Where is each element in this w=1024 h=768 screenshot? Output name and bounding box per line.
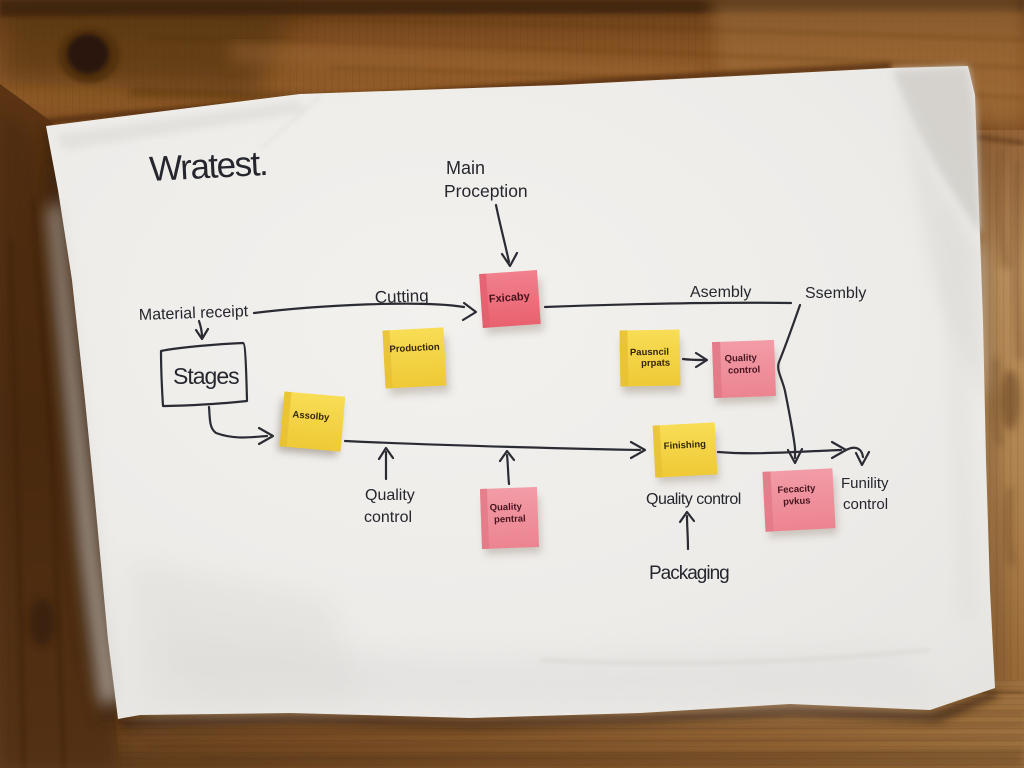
svg-text:Funility: Funility	[841, 475, 889, 492]
svg-text:Main: Main	[446, 158, 485, 178]
svg-text:control: control	[728, 364, 761, 376]
svg-text:Asembly: Asembly	[690, 284, 751, 301]
svg-text:Pausncil: Pausncil	[630, 347, 669, 359]
svg-text:Finishing: Finishing	[664, 439, 707, 452]
svg-text:Quality: Quality	[365, 487, 415, 504]
svg-text:Fxicaby: Fxicaby	[488, 291, 531, 306]
svg-text:control: control	[364, 509, 412, 526]
svg-text:Fecacity: Fecacity	[777, 483, 816, 496]
svg-text:pvkus: pvkus	[783, 495, 811, 507]
svg-text:Ssembly: Ssembly	[805, 285, 866, 302]
svg-text:Quality: Quality	[489, 502, 522, 514]
svg-text:Assolby: Assolby	[292, 409, 330, 423]
svg-text:Wratest.: Wratest.	[148, 144, 268, 189]
svg-text:Quality: Quality	[724, 353, 757, 365]
svg-text:Material receipt: Material receipt	[139, 303, 249, 324]
svg-text:Proception: Proception	[444, 181, 528, 201]
svg-text:prpats: prpats	[641, 358, 670, 370]
svg-text:Cutting: Cutting	[374, 286, 429, 307]
svg-text:pentral: pentral	[494, 513, 526, 525]
svg-text:control: control	[843, 496, 888, 513]
svg-text:Quality control: Quality control	[646, 491, 741, 508]
svg-text:Production: Production	[389, 342, 440, 356]
svg-text:Packaging: Packaging	[649, 563, 729, 584]
svg-text:Stages: Stages	[173, 363, 239, 389]
